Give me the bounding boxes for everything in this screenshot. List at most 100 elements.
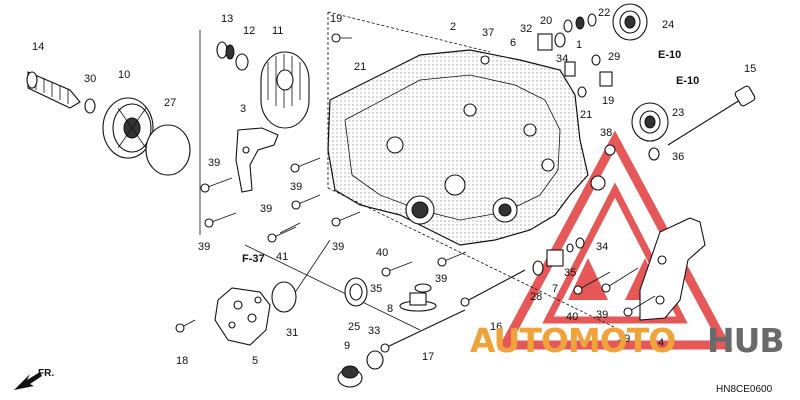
callout-40-b: 40 (566, 311, 578, 323)
callout-11: 11 (272, 25, 283, 37)
pump-o-ring (271, 281, 297, 313)
callout-8: 8 (387, 303, 393, 315)
callout-labels: 14 30 10 27 13 12 11 3 39 39 39 39 39 41… (32, 7, 756, 367)
callout-15: 15 (744, 63, 756, 75)
callout-38-a: 37 (482, 27, 494, 39)
washer (591, 54, 601, 66)
callout-9: 9 (344, 340, 350, 352)
spring (216, 41, 228, 59)
callout-21-a: 21 (354, 61, 366, 73)
callout-39-d: 39 (198, 241, 210, 253)
callout-3: 3 (240, 103, 246, 115)
dowel-pin (279, 222, 301, 234)
oil-strainer-screen (26, 71, 81, 109)
callout-32: 33 (368, 325, 380, 337)
callout-27: 29 (608, 51, 620, 63)
bearing-lower (631, 102, 669, 142)
rear-case-cover (327, 49, 616, 246)
seal-washer (235, 53, 249, 71)
long-bolt (464, 269, 526, 303)
long-stud (384, 309, 466, 349)
direction-label: FR. (38, 368, 54, 379)
callout-13: 13 (221, 13, 233, 25)
bearing-upper (612, 3, 648, 41)
washer (587, 13, 597, 27)
spring-seat (225, 44, 235, 60)
callout-10: 10 (118, 69, 130, 81)
callout-5: 5 (252, 355, 258, 367)
oil-filter (260, 51, 310, 129)
assembly-outline (199, 11, 621, 331)
callout-39-f: 39 (435, 273, 447, 285)
ref-e10-b: E-10 (676, 75, 699, 87)
callout-1: 1 (576, 39, 582, 51)
bolts (175, 33, 490, 333)
callout-39-h: 39 (618, 333, 630, 345)
sealing-washer (414, 283, 432, 293)
callout-2: 2 (450, 21, 456, 33)
front-direction-arrow: FR. (14, 368, 54, 390)
o-ring (84, 98, 96, 114)
callout-23: 23 (672, 107, 684, 119)
oil-filter-cover (102, 97, 154, 159)
washer (575, 237, 585, 249)
callout-26: 27 (164, 97, 176, 109)
callout-12: 12 (243, 25, 255, 37)
callout-30: 31 (286, 327, 298, 339)
fitting (546, 249, 564, 267)
callout-34: 34 (596, 241, 608, 253)
mounting-bracket (639, 217, 706, 321)
filler-plug (337, 365, 363, 388)
dipstick-o-ring (648, 147, 660, 161)
callout-39-g: 39 (596, 309, 608, 321)
sensor-plug (599, 71, 613, 87)
callout-39-a: 39 (208, 157, 220, 169)
callout-4: 4 (658, 337, 664, 349)
callout-24: 24 (662, 19, 674, 31)
callout-37: 35 (370, 283, 382, 295)
callout-28: 28 (530, 291, 542, 303)
washer (575, 16, 585, 30)
plug-o-ring (366, 350, 384, 370)
washer (563, 19, 573, 33)
callout-19-b: 19 (602, 95, 614, 107)
ref-f37: F-37 (242, 253, 265, 265)
watermark-text-left: AUTOMOTO (470, 321, 675, 360)
callout-16: 16 (490, 321, 502, 333)
callout-35: 35 (564, 267, 576, 279)
callout-21-b: 21 (580, 109, 592, 121)
callout-41: 41 (276, 251, 288, 263)
collar (537, 33, 553, 51)
oil-seal (344, 277, 368, 307)
bracket-bolts (573, 267, 656, 317)
callout-14: 14 (32, 41, 44, 53)
callout-40-a: 40 (376, 247, 388, 259)
callout-20: 20 (540, 15, 552, 27)
callout-33: 34 (556, 53, 568, 65)
callout-17: 17 (422, 351, 434, 363)
callout-36: 36 (672, 151, 684, 163)
dipstick (667, 85, 756, 146)
spring-pin (564, 61, 576, 77)
callout-19-a: 19 (330, 13, 342, 25)
diagram-code: HN8CE0600 (716, 384, 773, 395)
callout-25: 25 (348, 321, 360, 333)
washer (577, 86, 587, 98)
callout-38-b: 38 (600, 127, 612, 139)
fitting-o-ring (532, 260, 544, 276)
washer (566, 243, 574, 253)
callout-6: 6 (510, 37, 516, 49)
callout-22: 22 (598, 7, 610, 19)
breather-bracket (235, 127, 279, 193)
callout-29: 30 (84, 73, 96, 85)
callout-39-c: 39 (260, 203, 272, 215)
callout-39-e: 39 (332, 241, 344, 253)
ref-e10-a: E-10 (658, 49, 681, 61)
callout-7: 7 (552, 283, 558, 295)
callout-18: 18 (176, 355, 188, 367)
drain-plug (399, 292, 437, 312)
filter-cover-o-ring (145, 124, 191, 176)
collar (554, 32, 566, 48)
callout-31: 32 (520, 23, 532, 35)
